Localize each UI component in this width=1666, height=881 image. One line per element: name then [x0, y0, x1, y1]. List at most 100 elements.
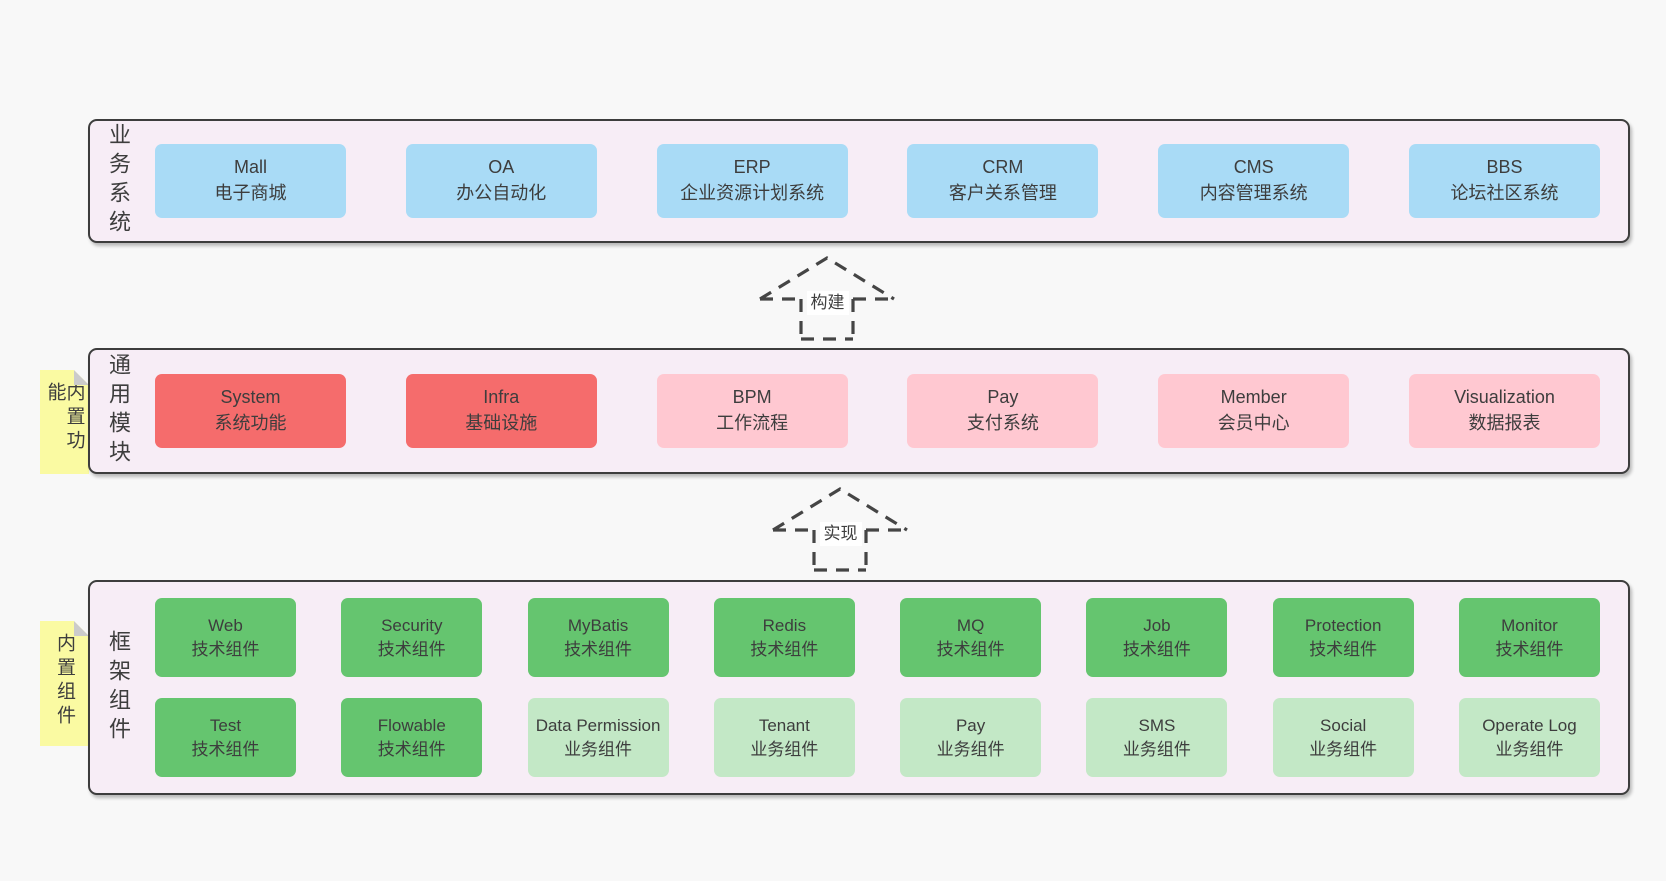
builtin-components-label: 内置组件	[54, 633, 75, 729]
common-modules-boxes: System 系统功能 Infra 基础设施 BPM 工作流程 Pay 支付系统…	[135, 374, 1628, 448]
box-flowable: Flowable 技术组件	[341, 698, 483, 777]
builtin-functions-tab: 内置功能	[40, 370, 89, 474]
box-title: Mall	[233, 157, 267, 178]
box-subtitle: 客户关系管理	[948, 183, 1057, 203]
business-systems-band: 业务系统 Mall 电子商城 OA 办公自动化 ERP 企业资源计划系统 CRM…	[88, 119, 1630, 243]
box-title: Redis	[762, 616, 807, 636]
box-title: OA	[488, 157, 515, 178]
box-title: Security	[381, 616, 443, 636]
box-subtitle: 业务组件	[936, 739, 1005, 759]
box-subtitle: 办公自动化	[456, 183, 547, 203]
box-title: Member	[1220, 387, 1287, 408]
box-title: BPM	[732, 387, 772, 408]
framework-components-rows: Web 技术组件 Security 技术组件 MyBatis 技术组件 Redi…	[135, 598, 1628, 777]
box-mq: MQ 技术组件	[900, 598, 1042, 677]
box-subtitle: 技术组件	[936, 639, 1005, 659]
box-title: MQ	[956, 616, 985, 636]
box-security: Security 技术组件	[341, 598, 483, 677]
box-title: Job	[1143, 616, 1171, 636]
box-subtitle: 支付系统	[966, 413, 1039, 433]
box-subtitle: 技术组件	[191, 739, 260, 759]
dashed-up-arrow-icon	[759, 256, 895, 341]
box-subtitle: 技术组件	[377, 739, 446, 759]
box-protection: Protection 技术组件	[1272, 598, 1414, 677]
dashed-up-arrow-icon	[772, 487, 908, 572]
box-title: Social	[1320, 716, 1367, 736]
common-modules-label: 通用模块	[106, 353, 131, 469]
box-title: Visualization	[1454, 387, 1555, 408]
folded-corner-icon	[74, 370, 89, 385]
box-cms: CMS 内容管理系统	[1158, 144, 1350, 218]
box-title: MyBatis	[567, 616, 629, 636]
box-bbs: BBS 论坛社区系统	[1408, 144, 1600, 218]
arrow-build-label: 构建	[806, 291, 849, 316]
box-title: Monitor	[1501, 616, 1558, 636]
box-subtitle: 论坛社区系统	[1450, 183, 1559, 203]
box-title: Flowable	[377, 716, 446, 736]
box-subtitle: 技术组件	[1122, 639, 1191, 659]
box-sms: SMS 业务组件	[1086, 698, 1228, 777]
box-pay-module: Pay 支付系统	[907, 374, 1099, 448]
box-subtitle: 数据报表	[1468, 413, 1541, 433]
box-subtitle: 电子商城	[214, 183, 287, 203]
box-subtitle: 业务组件	[564, 739, 633, 759]
framework-components-label: 框架组件	[106, 629, 131, 746]
box-title: Infra	[483, 387, 520, 408]
box-pay-component: Pay 业务组件	[900, 698, 1042, 777]
builtin-components-tab: 内置组件	[40, 621, 89, 746]
box-data-permission: Data Permission 业务组件	[527, 698, 669, 777]
box-subtitle: 技术组件	[1309, 639, 1378, 659]
box-social: Social 业务组件	[1272, 698, 1414, 777]
box-title: Tenant	[758, 716, 810, 736]
box-title: Pay	[955, 716, 986, 736]
builtin-functions-label: 内置功能	[44, 382, 85, 454]
box-subtitle: 技术组件	[564, 639, 633, 659]
box-title: System	[220, 387, 281, 408]
arrow-implement-label: 实现	[819, 522, 862, 547]
box-web: Web 技术组件	[155, 598, 296, 677]
box-monitor: Monitor 技术组件	[1458, 598, 1600, 677]
box-crm: CRM 客户关系管理	[907, 144, 1099, 218]
box-title: Pay	[987, 387, 1019, 408]
box-bpm: BPM 工作流程	[656, 374, 848, 448]
box-title: Web	[208, 616, 243, 636]
box-subtitle: 工作流程	[716, 413, 789, 433]
box-system: System 系统功能	[155, 374, 346, 448]
business-systems-boxes: Mall 电子商城 OA 办公自动化 ERP 企业资源计划系统 CRM 客户关系…	[135, 144, 1628, 218]
box-job: Job 技术组件	[1086, 598, 1228, 677]
box-visualization: Visualization 数据报表	[1408, 374, 1600, 448]
box-title: CRM	[982, 157, 1024, 178]
box-subtitle: 业务组件	[1495, 739, 1564, 759]
box-erp: ERP 企业资源计划系统	[656, 144, 848, 218]
box-title: Data Permission	[535, 716, 661, 736]
box-member: Member 会员中心	[1158, 374, 1350, 448]
folded-corner-icon	[74, 621, 89, 636]
framework-row-1: Web 技术组件 Security 技术组件 MyBatis 技术组件 Redi…	[155, 598, 1600, 677]
box-title: Operate Log	[1482, 716, 1577, 736]
box-subtitle: 业务组件	[750, 739, 819, 759]
box-title: BBS	[1486, 157, 1523, 178]
box-title: ERP	[733, 157, 771, 178]
box-subtitle: 技术组件	[191, 639, 260, 659]
box-test: Test 技术组件	[155, 698, 296, 777]
box-title: Protection	[1304, 616, 1382, 636]
business-systems-label: 业务系统	[106, 123, 131, 239]
box-mybatis: MyBatis 技术组件	[527, 598, 669, 677]
box-operate-log: Operate Log 业务组件	[1458, 698, 1600, 777]
box-subtitle: 系统功能	[214, 413, 287, 433]
box-subtitle: 技术组件	[750, 639, 819, 659]
box-title: CMS	[1233, 157, 1274, 178]
box-subtitle: 业务组件	[1122, 739, 1191, 759]
box-subtitle: 会员中心	[1217, 413, 1290, 433]
box-redis: Redis 技术组件	[713, 598, 855, 677]
box-subtitle: 基础设施	[465, 413, 538, 433]
box-title: Test	[209, 716, 242, 736]
box-subtitle: 企业资源计划系统	[680, 183, 825, 203]
arrow-build: 构建	[755, 255, 900, 343]
box-subtitle: 内容管理系统	[1199, 183, 1308, 203]
box-subtitle: 业务组件	[1309, 739, 1378, 759]
box-mall: Mall 电子商城	[155, 144, 346, 218]
box-subtitle: 技术组件	[1495, 639, 1564, 659]
framework-components-band: 框架组件 Web 技术组件 Security 技术组件 MyBatis 技术组件…	[88, 580, 1630, 795]
box-tenant: Tenant 业务组件	[713, 698, 855, 777]
